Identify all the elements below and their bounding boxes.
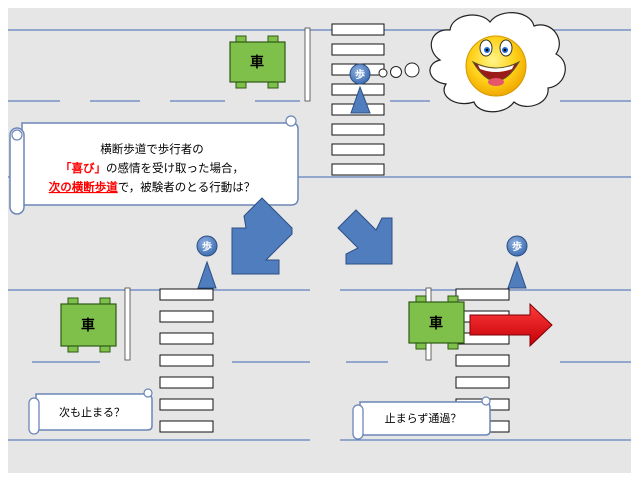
stop-line: [304, 27, 311, 102]
question-scroll: 横断歩道で歩行者の 「喜び」の感情を受け取った場合， 次の横断歩道で，被験者のと…: [9, 115, 299, 215]
car-label: 車: [250, 54, 264, 71]
car-label: 車: [81, 317, 95, 334]
question-line-3: 次の横断歩道で，被験者のとる行動は？: [49, 180, 256, 194]
smiley-face-icon: [465, 35, 527, 97]
pedestrian-icon: 歩: [506, 235, 528, 289]
top-scene: 車 歩: [8, 12, 631, 215]
next-crosswalk-highlight: 次の横断歩道: [49, 180, 118, 194]
pedestrian-icon: 歩: [196, 235, 218, 289]
pedestrian-label: 歩: [512, 240, 522, 253]
caption-scroll: 止まらず通過？: [352, 396, 491, 440]
emotion-highlight: 「喜び」: [60, 161, 106, 175]
pedestrian-label: 歩: [202, 240, 212, 253]
pedestrian-icon: 歩: [349, 63, 371, 114]
left-scene: 車 歩 次も止まる？: [8, 235, 310, 441]
crosswalk: [159, 288, 214, 433]
car-icon: 車: [60, 297, 117, 353]
car-icon: 車: [229, 35, 286, 89]
stop-line: [124, 287, 131, 361]
pedestrian-label: 歩: [355, 68, 365, 81]
right-scene: 車 歩 止まらず通過？: [340, 235, 631, 441]
question-line-1: 横断歩道で歩行者の: [100, 142, 204, 156]
question-line-2: 「喜び」の感情を受け取った場合，: [60, 161, 244, 175]
caption-stop-again: 次も止まる？: [59, 405, 125, 419]
car-icon: 車: [408, 295, 465, 350]
down-right-arrow: [337, 209, 393, 265]
car-label: 車: [429, 315, 443, 332]
caption-pass-through: 止まらず通過？: [385, 412, 462, 425]
red-right-arrow: [469, 302, 553, 348]
caption-scroll: 次も止まる？: [28, 388, 153, 435]
down-left-arrow: [231, 197, 293, 275]
